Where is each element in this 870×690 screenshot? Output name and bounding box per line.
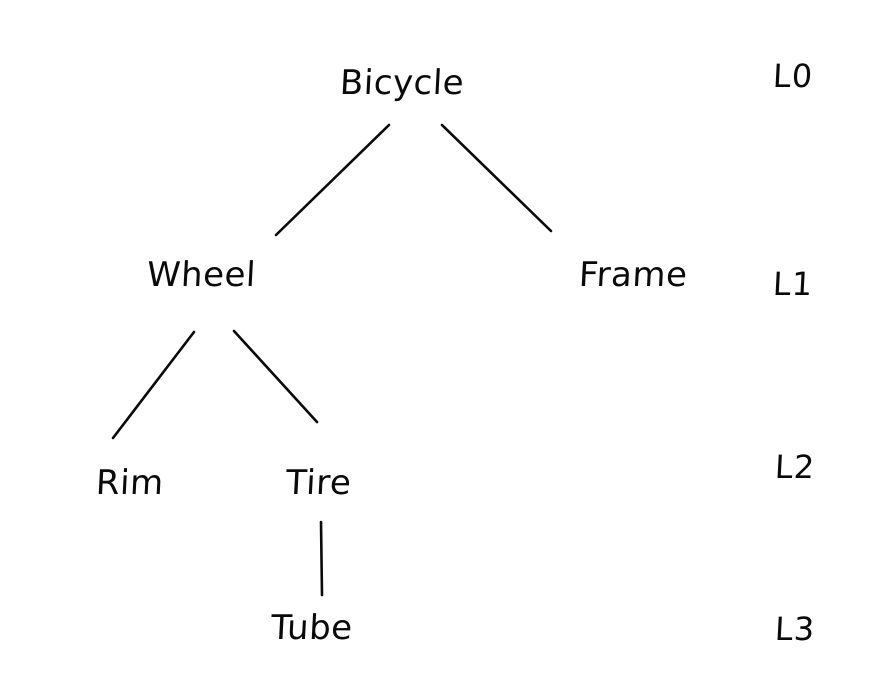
level-label-l3: L3 <box>774 610 817 648</box>
tree-node-wheel[interactable]: Wheel <box>145 255 258 295</box>
tree-node-bicycle[interactable]: Bicycle <box>338 63 466 103</box>
tree-edge-tire-tube <box>319 520 324 597</box>
tree-node-rim[interactable]: Rim <box>94 463 165 503</box>
level-label-l0: L0 <box>772 57 815 95</box>
tree-edge-wheel-rim <box>111 330 196 440</box>
tree-edge-bicycle-frame <box>440 123 553 233</box>
level-label-l1: L1 <box>772 265 815 303</box>
tree-node-frame[interactable]: Frame <box>577 255 689 295</box>
tree-node-tube[interactable]: Tube <box>269 608 354 648</box>
tree-edge-wheel-tire <box>232 329 319 424</box>
tree-edge-bicycle-wheel <box>274 123 391 237</box>
tree-node-tire[interactable]: Tire <box>284 463 353 503</box>
level-label-l2: L2 <box>774 448 817 486</box>
